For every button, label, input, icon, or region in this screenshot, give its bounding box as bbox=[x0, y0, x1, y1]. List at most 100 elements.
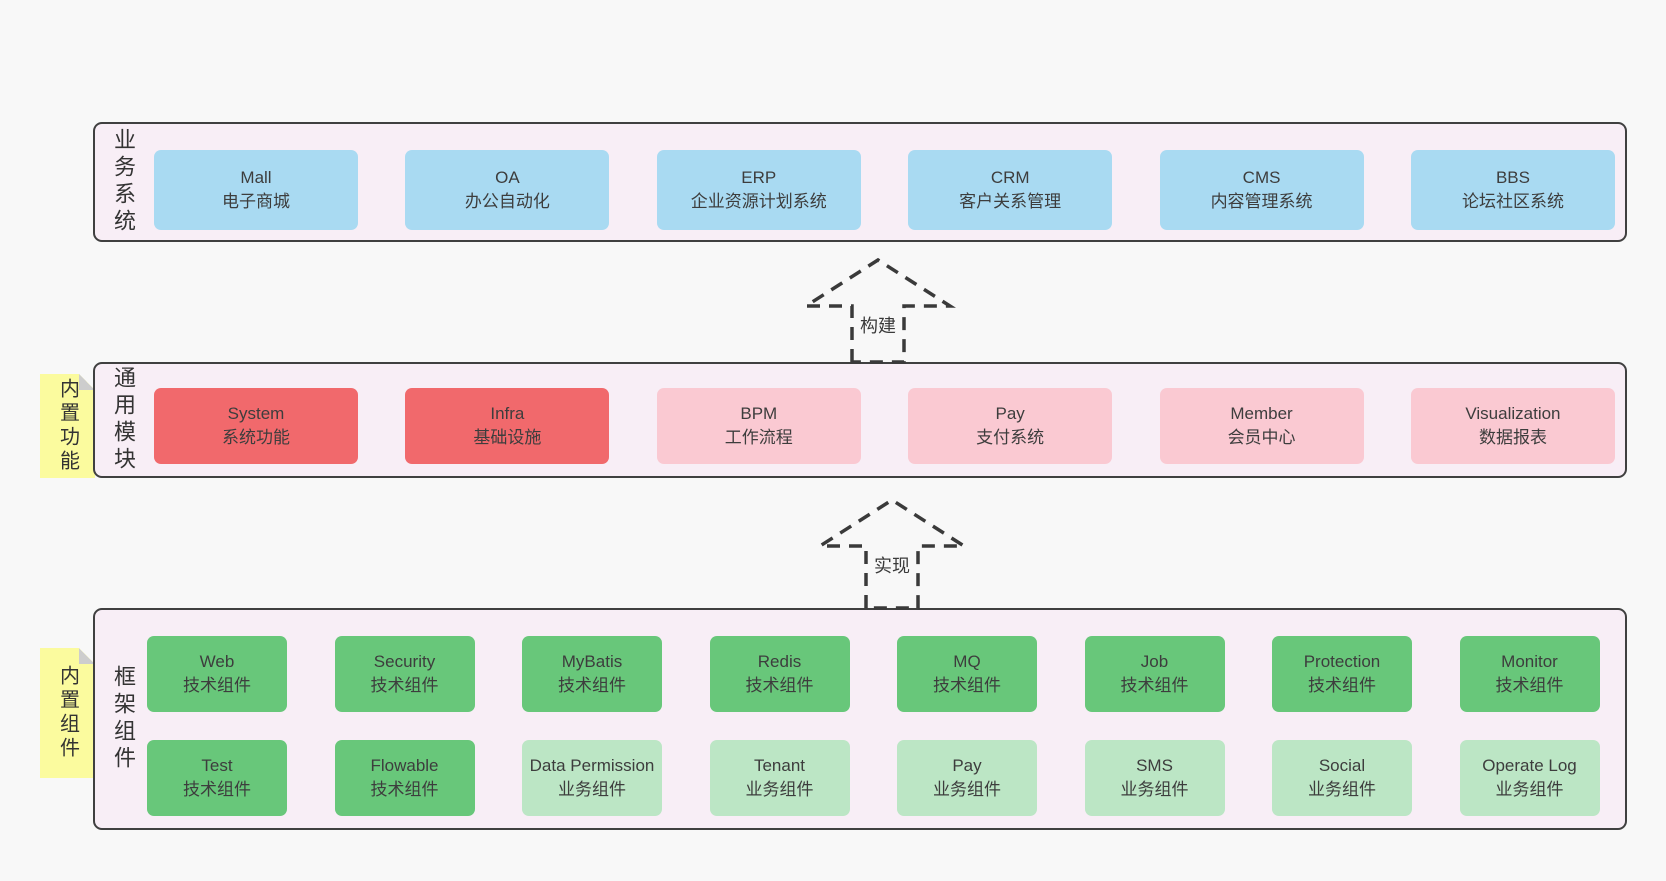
box-social: Social 业务组件 bbox=[1272, 740, 1412, 816]
box-bbs-title: BBS bbox=[1495, 168, 1530, 187]
box-oa-title: OA bbox=[495, 168, 520, 187]
implement-arrow-icon bbox=[814, 497, 970, 610]
box-monitor-subtitle: 技术组件 bbox=[1495, 676, 1564, 695]
box-pay-component-title: Pay bbox=[952, 756, 982, 775]
box-flowable-title: Flowable bbox=[370, 756, 439, 775]
box-security: Security 技术组件 bbox=[334, 636, 475, 712]
box-mall: Mall 电子商城 bbox=[154, 150, 358, 230]
box-cms-subtitle: 内容管理系统 bbox=[1210, 192, 1313, 211]
box-member-subtitle: 会员中心 bbox=[1227, 428, 1296, 447]
box-crm-subtitle: 客户关系管理 bbox=[959, 192, 1062, 211]
box-tenant-subtitle: 业务组件 bbox=[745, 780, 814, 799]
panel-business-systems-label: 业务系统 bbox=[111, 128, 136, 236]
box-oa: OA 办公自动化 bbox=[405, 150, 610, 230]
box-web-title: Web bbox=[199, 652, 235, 671]
box-infra: Infra 基础设施 bbox=[405, 388, 610, 464]
box-member: Member 会员中心 bbox=[1159, 388, 1364, 464]
box-flowable: Flowable 技术组件 bbox=[334, 740, 475, 816]
box-bbs: BBS 论坛社区系统 bbox=[1410, 150, 1615, 230]
panel-business-systems-label-wrap: 业务系统 bbox=[105, 124, 141, 240]
box-test-title: Test bbox=[201, 756, 233, 775]
box-sms-subtitle: 业务组件 bbox=[1120, 780, 1189, 799]
box-visualization-subtitle: 数据报表 bbox=[1478, 428, 1547, 447]
box-mall-title: Mall bbox=[240, 168, 272, 187]
box-bpm-subtitle: 工作流程 bbox=[724, 428, 793, 447]
box-pay-module: Pay 支付系统 bbox=[908, 388, 1113, 464]
panel-business-systems: 业务系统 Mall 电子商城 OA 办公自动化 ERP 企业资源计划系统 CRM… bbox=[93, 122, 1627, 242]
box-pay-module-title: Pay bbox=[995, 404, 1025, 423]
box-protection-title: Protection bbox=[1303, 652, 1381, 671]
common-modules-row: System 系统功能 Infra 基础设施 BPM 工作流程 Pay 支付系统… bbox=[154, 388, 1615, 464]
box-crm: CRM 客户关系管理 bbox=[908, 150, 1113, 230]
box-mq-title: MQ bbox=[953, 652, 981, 671]
sticky-note-builtin-features-text: 内置功能 bbox=[56, 378, 79, 474]
box-social-title: Social bbox=[1318, 756, 1366, 775]
box-member-title: Member bbox=[1230, 404, 1293, 423]
box-mybatis-subtitle: 技术组件 bbox=[558, 676, 626, 695]
box-redis-subtitle: 技术组件 bbox=[745, 676, 814, 695]
box-crm-title: CRM bbox=[990, 168, 1030, 187]
box-data-permission-subtitle: 业务组件 bbox=[558, 780, 626, 799]
box-system: System 系统功能 bbox=[154, 388, 358, 464]
box-redis-title: Redis bbox=[757, 652, 802, 671]
box-visualization: Visualization 数据报表 bbox=[1410, 388, 1615, 464]
business-systems-row: Mall 电子商城 OA 办公自动化 ERP 企业资源计划系统 CRM 客户关系… bbox=[154, 150, 1615, 230]
box-erp-title: ERP bbox=[741, 168, 777, 187]
panel-common-modules: 通用模块 System 系统功能 Infra 基础设施 BPM 工作流程 Pay… bbox=[93, 362, 1627, 478]
box-visualization-title: Visualization bbox=[1465, 404, 1561, 423]
box-oa-subtitle: 办公自动化 bbox=[464, 192, 550, 211]
panel-framework-components: 框架组件 Web 技术组件 Security 技术组件 MyBatis 技术组件… bbox=[93, 608, 1627, 830]
sticky-note-builtin-components: 内置组件 bbox=[40, 648, 95, 778]
box-job-subtitle: 技术组件 bbox=[1120, 676, 1189, 695]
box-pay-component: Pay 业务组件 bbox=[897, 740, 1037, 816]
box-pay-module-subtitle: 支付系统 bbox=[976, 428, 1045, 447]
box-mq-subtitle: 技术组件 bbox=[933, 676, 1001, 695]
box-system-title: System bbox=[227, 404, 285, 423]
box-security-title: Security bbox=[373, 652, 436, 671]
box-bbs-subtitle: 论坛社区系统 bbox=[1461, 192, 1564, 211]
box-tenant-title: Tenant bbox=[753, 756, 806, 775]
box-flowable-subtitle: 技术组件 bbox=[370, 780, 439, 799]
box-tenant: Tenant 业务组件 bbox=[709, 740, 850, 816]
box-web-subtitle: 技术组件 bbox=[183, 676, 251, 695]
box-sms-title: SMS bbox=[1136, 756, 1173, 775]
box-operate-log: Operate Log 业务组件 bbox=[1459, 740, 1600, 816]
framework-row-1: Web 技术组件 Security 技术组件 MyBatis 技术组件 Redi… bbox=[147, 636, 1600, 712]
box-data-permission: Data Permission 业务组件 bbox=[522, 740, 662, 816]
box-operate-log-subtitle: 业务组件 bbox=[1495, 780, 1564, 799]
box-cms-title: CMS bbox=[1242, 168, 1281, 187]
implement-arrow-label: 实现 bbox=[871, 551, 913, 579]
panel-framework-components-label: 框架组件 bbox=[111, 665, 136, 773]
sticky-note-builtin-features: 内置功能 bbox=[40, 374, 95, 478]
build-arrow-label: 构建 bbox=[857, 311, 899, 339]
box-test: Test 技术组件 bbox=[147, 740, 287, 816]
box-system-subtitle: 系统功能 bbox=[222, 428, 290, 447]
panel-common-modules-label: 通用模块 bbox=[111, 366, 136, 474]
box-test-subtitle: 技术组件 bbox=[183, 780, 251, 799]
box-data-permission-title: Data Permission bbox=[529, 756, 655, 775]
panel-framework-components-label-wrap: 框架组件 bbox=[105, 610, 141, 828]
box-job-title: Job bbox=[1140, 652, 1169, 671]
framework-row-2: Test 技术组件 Flowable 技术组件 Data Permission … bbox=[147, 740, 1600, 816]
box-mybatis: MyBatis 技术组件 bbox=[522, 636, 662, 712]
box-protection-subtitle: 技术组件 bbox=[1308, 676, 1376, 695]
box-mall-subtitle: 电子商城 bbox=[222, 192, 290, 211]
sticky-note-builtin-components-text: 内置组件 bbox=[56, 665, 79, 761]
build-arrow-icon bbox=[800, 257, 956, 364]
box-security-subtitle: 技术组件 bbox=[370, 676, 439, 695]
box-bpm: BPM 工作流程 bbox=[656, 388, 861, 464]
box-infra-subtitle: 基础设施 bbox=[473, 428, 542, 447]
box-infra-title: Infra bbox=[490, 404, 525, 423]
box-mq: MQ 技术组件 bbox=[897, 636, 1037, 712]
box-redis: Redis 技术组件 bbox=[709, 636, 850, 712]
box-sms: SMS 业务组件 bbox=[1084, 740, 1225, 816]
box-operate-log-title: Operate Log bbox=[1482, 756, 1577, 775]
box-monitor: Monitor 技术组件 bbox=[1459, 636, 1600, 712]
box-monitor-title: Monitor bbox=[1501, 652, 1558, 671]
box-web: Web 技术组件 bbox=[147, 636, 287, 712]
box-bpm-title: BPM bbox=[740, 404, 778, 423]
box-social-subtitle: 业务组件 bbox=[1308, 780, 1376, 799]
box-pay-component-subtitle: 业务组件 bbox=[933, 780, 1001, 799]
box-cms: CMS 内容管理系统 bbox=[1159, 150, 1364, 230]
